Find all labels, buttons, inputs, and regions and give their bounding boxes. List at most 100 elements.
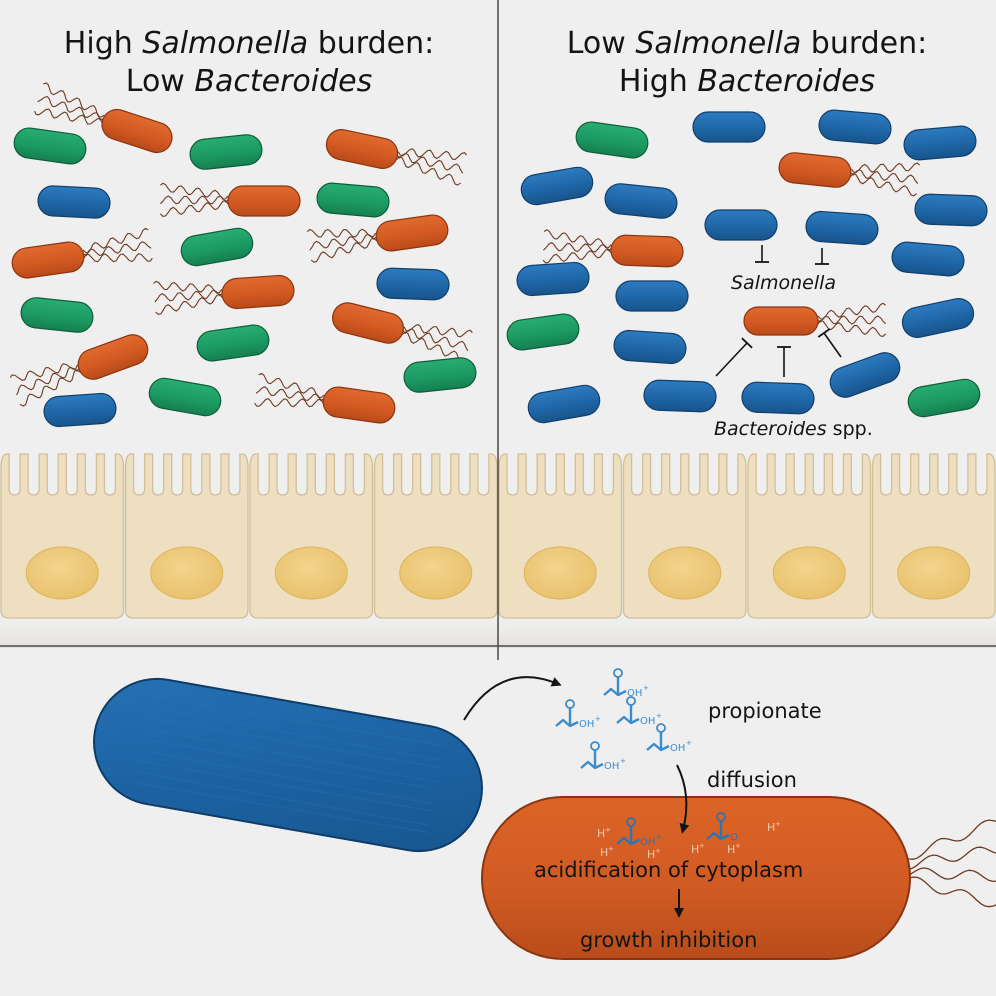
nucleus [274,546,348,600]
nucleus [523,546,597,600]
svg-text:+: + [656,712,662,720]
bacteroides-cell [741,381,815,415]
salmonella-cell [332,302,473,363]
proton-label: H+ [647,847,661,861]
svg-text:+: + [643,684,649,692]
svg-text:+: + [605,826,611,834]
salmonella-cell [11,227,153,279]
commensal-cell [148,377,222,417]
salmonella-cell [9,334,149,407]
svg-text:O: O [730,832,738,843]
epithelial-cell [498,453,623,619]
bacteroides-cell [818,109,892,145]
bacteroides-cell [891,241,965,277]
proton-label: H+ [597,826,611,840]
commensal-cell [20,297,94,333]
epithelial-cell [871,453,996,619]
salmonella-cell [34,82,173,154]
svg-text:H: H [767,821,775,834]
svg-text:H: H [600,846,608,859]
bacteroides-cell [704,209,778,241]
svg-text:OH: OH [640,837,655,848]
bacteroides-cell [903,125,977,161]
bacteroides-cell [829,352,901,398]
svg-text:OH: OH [579,719,594,730]
svg-text:H: H [691,843,699,856]
propionate-molecule: OH+ [580,741,626,772]
bacteroides-cell [692,111,766,143]
salmonella-cell [325,129,468,186]
svg-text:OH: OH [640,716,655,727]
propionate-molecule: OH+ [555,699,601,730]
bacteroides-cell [37,185,111,219]
bacteroides-cell [516,261,590,297]
bacteroides-cell [520,166,594,206]
commensal-cell [907,378,981,418]
proton-label: H+ [727,842,741,856]
salmonella-cell-large [481,796,996,960]
svg-text:+: + [656,833,662,841]
svg-text:H: H [727,843,735,856]
svg-text:OH: OH [627,688,642,699]
nucleus [399,546,473,600]
svg-text:+: + [595,715,601,723]
acidification-label: acidification of cytoplasm [534,858,804,882]
bacteroides-label: Bacteroides spp. [714,418,873,440]
svg-text:+: + [735,842,741,850]
commensal-cell [575,121,649,159]
commensal-cell [180,227,254,267]
propionate-label: propionate [708,699,822,723]
propionate-molecule: O [706,812,738,843]
proton-label: H+ [600,845,614,859]
commensal-cell [403,357,477,393]
bacteroides-cell [615,280,689,312]
left-panel-title: High Salmonella burden: Low Bacteroides [63,26,435,99]
salmonella-cell [306,214,449,263]
inhibition-line [817,328,842,358]
bacteroides-cell [604,183,678,219]
propionate-molecule: OH+ [616,817,662,848]
commensal-cell [189,134,263,170]
epithelial-cell [249,453,374,619]
svg-text:+: + [620,757,626,765]
growth-inhibition-label: growth inhibition [580,928,758,952]
salmonella-cell [542,229,684,268]
svg-text:OH: OH [670,743,685,754]
svg-text:OH: OH [604,761,619,772]
svg-text:+: + [655,847,661,855]
epithelial-cell [373,453,498,619]
bacteroides-cell [43,392,117,428]
svg-text:+: + [686,739,692,747]
diffusion-arrow [676,764,690,834]
propionate-molecule: OH+ [646,723,692,754]
inhibition-line [815,248,829,265]
propionate-molecule: OH+ [616,696,662,727]
bacteroides-cell-large [93,677,483,853]
bacteroides-cell [376,267,450,301]
bacteroides-cell [643,379,717,413]
nucleus [897,546,971,600]
svg-text:+: + [699,842,705,850]
commensal-cell [13,127,87,165]
inhibition-line [715,337,753,377]
proton-label: H+ [691,842,705,856]
bacteroides-cell [805,210,879,246]
commensal-cell [196,324,270,362]
commensal-cell [506,313,580,351]
salmonella-cell [160,182,301,217]
bacteroides-cell [901,298,975,338]
epithelial-cell [0,453,125,619]
salmonella-cell [778,152,921,197]
proton-label: H+ [767,820,781,834]
right-panel-title: Low Salmonella burden: High Bacteroides [566,26,928,99]
commensal-cell [316,182,390,218]
bacteroides-cell [527,384,601,424]
salmonella-cell [743,302,886,337]
secretion-arrow [463,676,562,721]
inhibition-line [755,245,769,263]
propionate-molecule: OH+ [603,668,649,699]
salmonella-cell [254,372,396,424]
salmonella-cell [153,274,295,316]
